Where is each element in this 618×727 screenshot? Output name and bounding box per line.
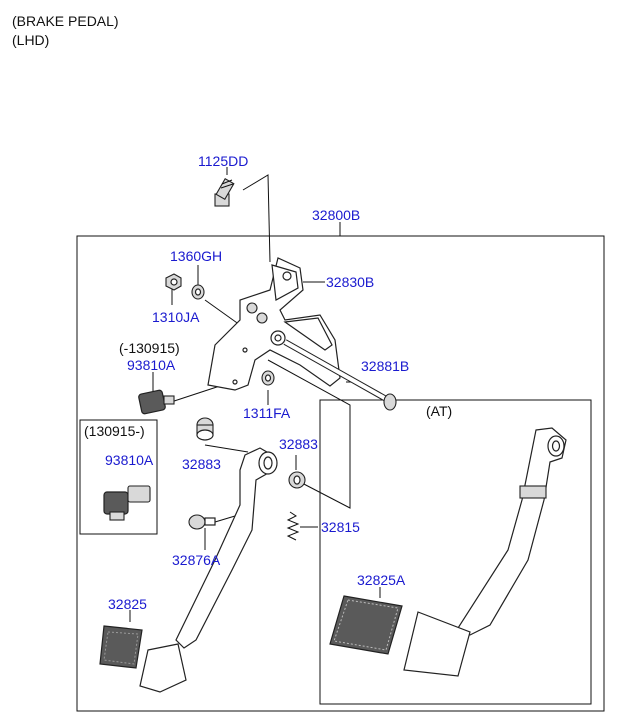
pivot-pin-icon	[283, 339, 397, 411]
label-32825A: 32825A	[357, 572, 406, 588]
pedal-pad-icon	[99, 625, 143, 669]
label-32876A: 32876A	[172, 552, 221, 568]
label-32881B: 32881B	[361, 358, 409, 374]
label-1310JA: 1310JA	[152, 309, 200, 325]
return-spring-icon	[286, 511, 300, 541]
label-32830B: 32830B	[326, 274, 374, 290]
clip-icon	[261, 370, 275, 386]
label-at: (AT)	[426, 403, 452, 419]
label-1360GH: 1360GH	[170, 248, 222, 264]
diagram-subtitle: (LHD)	[12, 32, 50, 48]
nut-icon	[165, 273, 182, 291]
label-1311FA: 1311FA	[243, 405, 291, 421]
bushing-left-icon	[196, 417, 214, 441]
label-93810A-box: 93810A	[105, 452, 154, 468]
label-1125DD: 1125DD	[198, 153, 248, 169]
pedal-bracket-icon	[207, 257, 341, 391]
label-date-before: (-130915)	[119, 340, 180, 356]
leader-lines	[129, 167, 381, 622]
label-date-after: (130915-)	[84, 423, 145, 439]
switch-box-frame	[79, 419, 158, 535]
label-32800B: 32800B	[312, 207, 360, 223]
label-32883-right: 32883	[279, 436, 318, 452]
at-pedal-arm-icon	[329, 427, 567, 677]
label-93810A-top: 93810A	[127, 357, 176, 373]
diagram-title: (BRAKE PEDAL)	[12, 13, 119, 29]
bolt-icon	[214, 177, 235, 207]
label-32883-left: 32883	[182, 456, 221, 472]
washer-icon	[191, 284, 205, 300]
label-32825: 32825	[108, 596, 147, 612]
brake-switch-new-icon	[103, 485, 151, 521]
stopper-icon	[188, 514, 216, 530]
label-32815: 32815	[321, 519, 360, 535]
at-frame	[319, 399, 592, 705]
bushing-right-icon	[288, 471, 306, 489]
brake-switch-icon	[138, 389, 175, 415]
mt-pedal-arm-icon	[139, 447, 278, 693]
